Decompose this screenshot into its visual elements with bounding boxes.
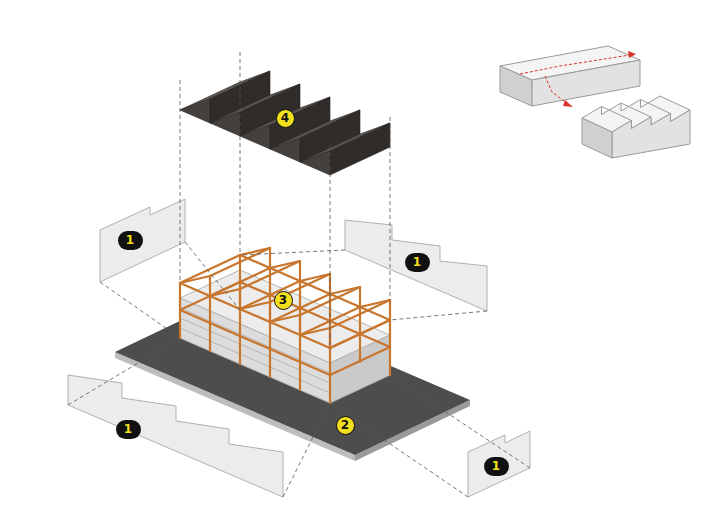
timber-frame: [180, 248, 390, 403]
callout-number: 4: [276, 109, 295, 128]
stepped-walls: [68, 199, 530, 497]
inset-sketch: [500, 46, 690, 158]
callout-number: 1: [405, 253, 430, 272]
callout-number: 1: [116, 420, 141, 439]
cut-arrowheads: [563, 51, 636, 107]
masonry-core: [180, 270, 390, 403]
callout-number: 1: [118, 231, 143, 250]
cut-arrows: [520, 55, 630, 104]
callout-number: 1: [484, 457, 509, 476]
callout-number: 3: [274, 291, 293, 310]
sawtooth-roof: [180, 71, 390, 175]
guide-lines: [68, 52, 530, 497]
callout-number: 2: [336, 416, 355, 435]
